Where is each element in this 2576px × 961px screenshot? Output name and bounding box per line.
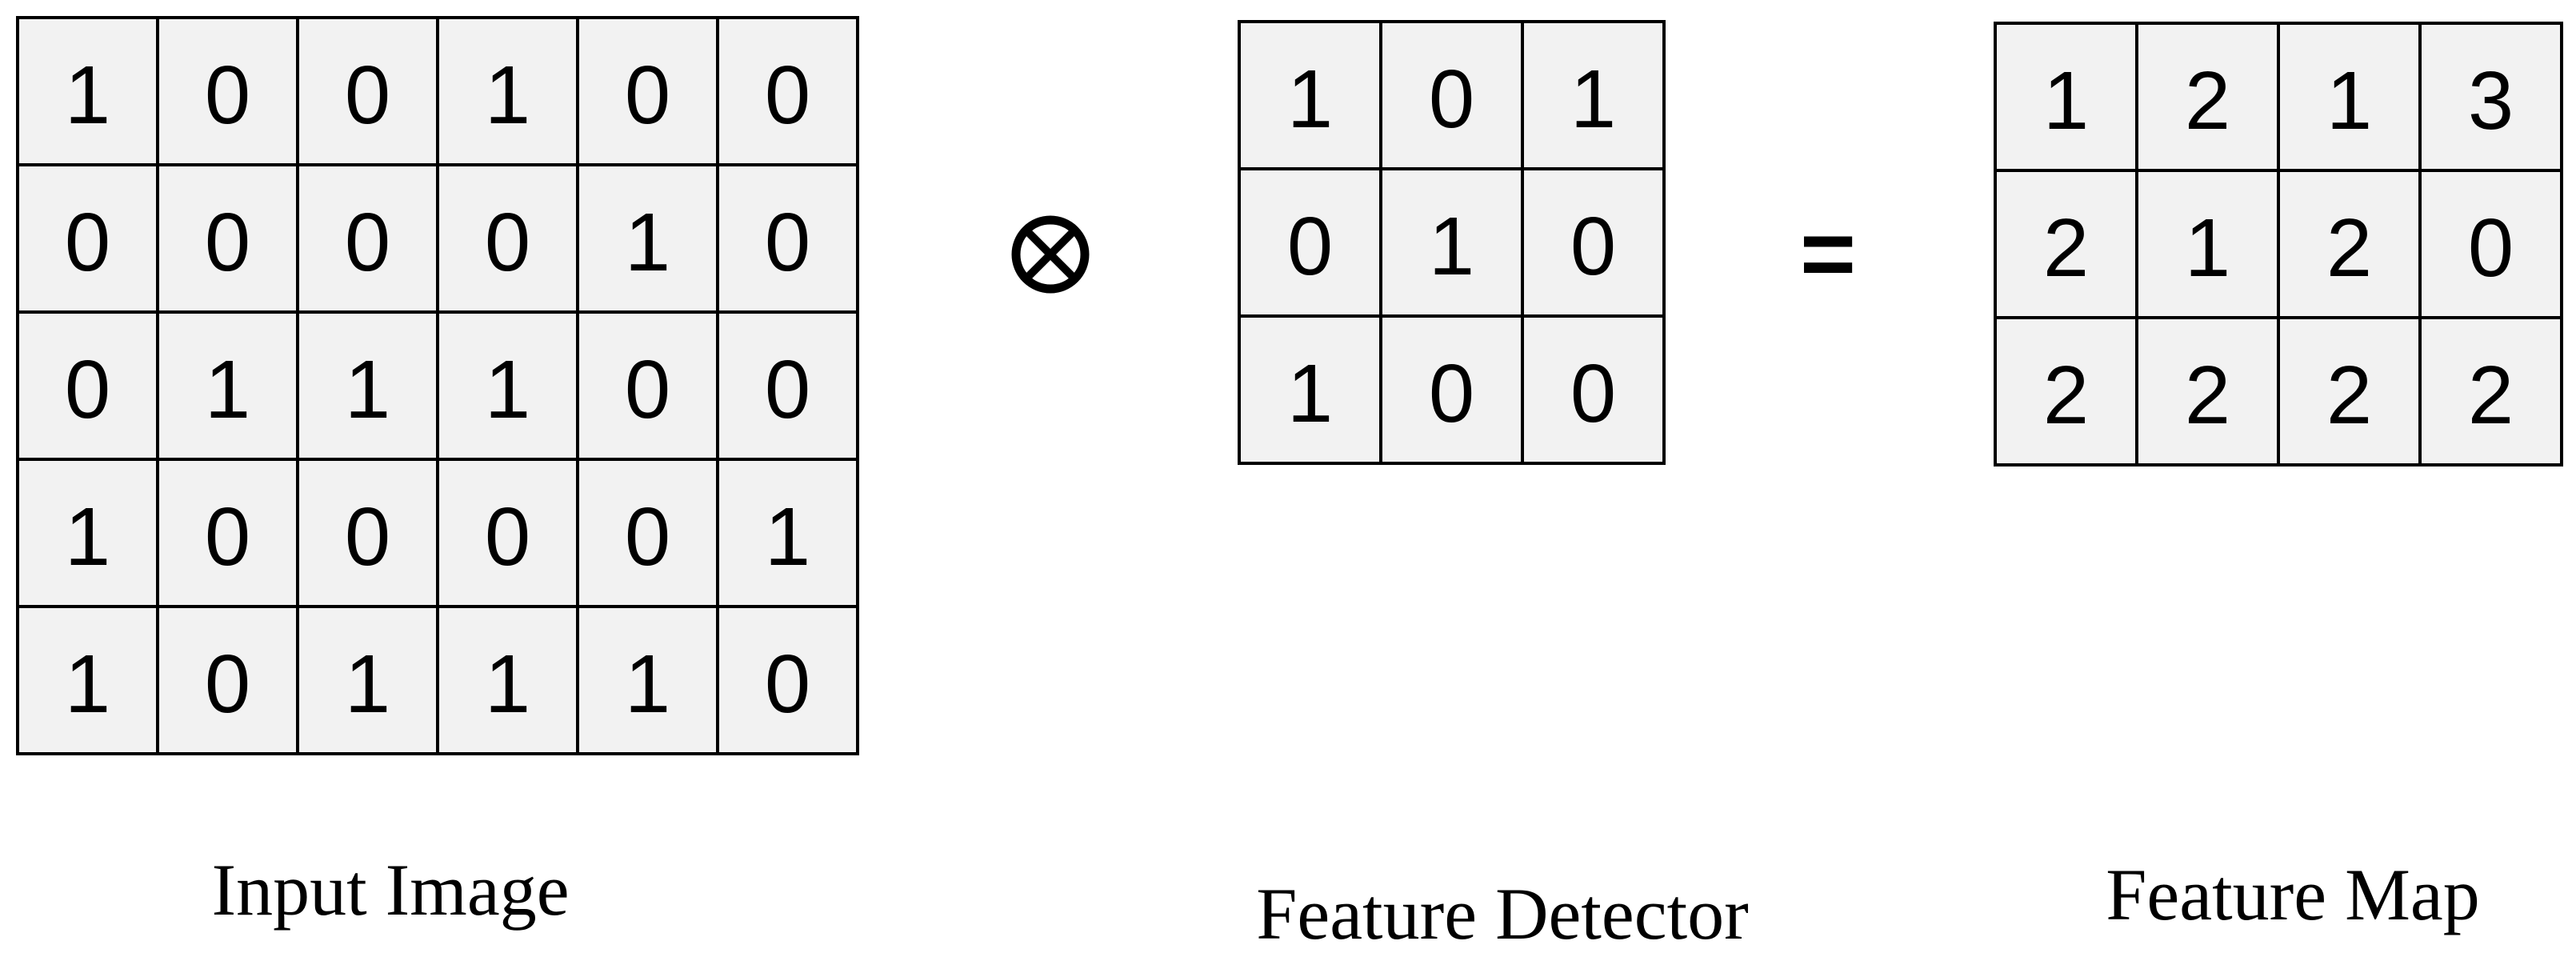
matrix-cell: 1 [1382,170,1521,314]
matrix-cell: 1 [1524,23,1662,167]
matrix-cell: 1 [299,608,436,752]
matrix-cell: 0 [1241,170,1379,314]
matrix-cell: 0 [719,608,856,752]
matrix-cell: 2 [1997,319,2135,463]
matrix-cell: 1 [719,461,856,605]
matrix-cell: 1 [2138,172,2277,316]
matrix-cell: 0 [159,608,296,752]
matrix-cell: 0 [579,314,716,458]
matrix-cell: 0 [719,314,856,458]
matrix-cell: 1 [1997,25,2135,169]
matrix-cell: 0 [1382,23,1521,167]
matrix-cell: 0 [439,461,576,605]
matrix-cell: 0 [299,461,436,605]
matrix-cell: 2 [1997,172,2135,316]
matrix-cell: 3 [2422,25,2560,169]
matrix-cell: 2 [2138,319,2277,463]
matrix-cell: 2 [2280,319,2418,463]
feature-detector-label: Feature Detector [1256,873,1749,955]
matrix-cell: 0 [439,166,576,310]
matrix-cell: 1 [439,608,576,752]
input-image-label: Input Image [211,849,570,931]
matrix-cell: 0 [19,166,156,310]
matrix-cell: 1 [579,166,716,310]
matrix-cell: 1 [439,314,576,458]
matrix-cell: 1 [439,19,576,163]
feature-map-label: Feature Map [2106,854,2480,935]
matrix-cell: 0 [579,461,716,605]
matrix-cell: 0 [2422,172,2560,316]
matrix-cell: 2 [2422,319,2560,463]
matrix-cell: 1 [159,314,296,458]
matrix-cell: 0 [1382,318,1521,462]
matrix-cell: 0 [299,166,436,310]
matrix-cell: 1 [19,461,156,605]
matrix-cell: 0 [159,461,296,605]
matrix-cell: 0 [1524,170,1662,314]
matrix-cell: 1 [1241,23,1379,167]
matrix-cell: 0 [159,166,296,310]
matrix-cell: 1 [19,608,156,752]
matrix-cell: 0 [1524,318,1662,462]
matrix-cell: 0 [719,166,856,310]
matrix-cell: 1 [579,608,716,752]
matrix-cell: 2 [2138,25,2277,169]
convolution-operator-icon [1011,215,1090,294]
matrix-cell: 1 [1241,318,1379,462]
matrix-cell: 1 [19,19,156,163]
matrix-cell: 0 [19,314,156,458]
matrix-cell: 1 [2280,25,2418,169]
matrix-cell: 0 [159,19,296,163]
matrix-cell: 0 [579,19,716,163]
equals-sign: = [1799,200,1857,307]
matrix-cell: 0 [719,19,856,163]
matrix-cell: 2 [2280,172,2418,316]
matrix-cell: 0 [299,19,436,163]
matrix-cell: 1 [299,314,436,458]
